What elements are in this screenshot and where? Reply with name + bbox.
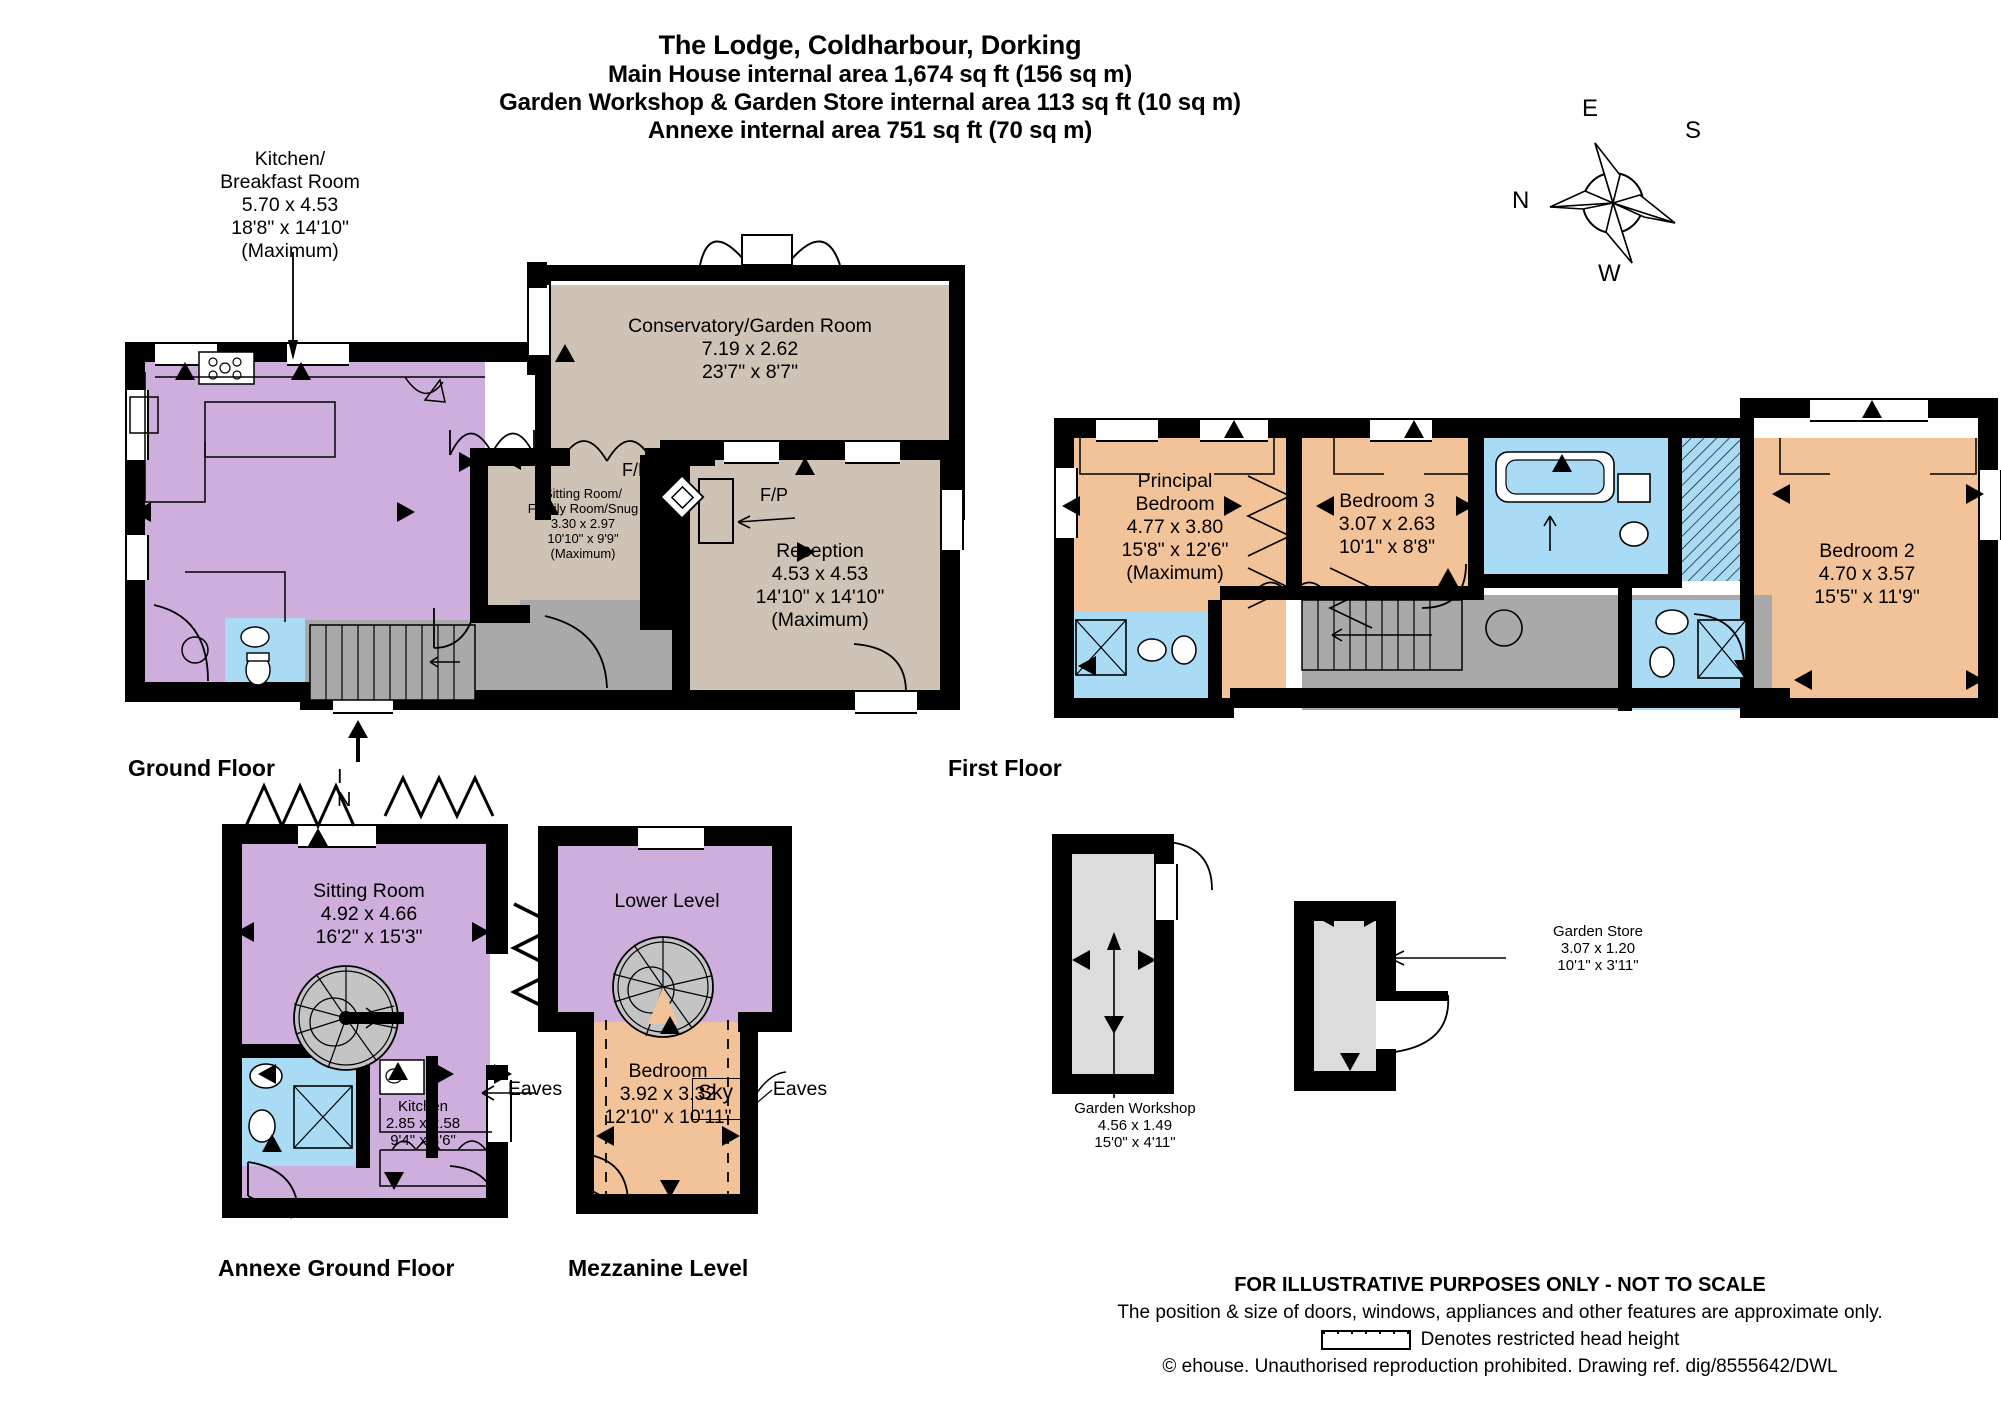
header-block: The Lodge, Coldharbour, Dorking Main Hou… [370, 30, 1370, 145]
store-wall-left [1294, 901, 1314, 1091]
mezzanine-title: Mezzanine Level [568, 1255, 749, 1281]
compass-label-s: S [1685, 117, 1702, 144]
ff-wall-bottom [1230, 688, 1790, 708]
first-floor-plan: Principal Bedroom 4.77 x 3.80 15'8" x 12… [948, 0, 2001, 781]
annexe-sitting-room-label: Sitting Room 4.92 x 4.66 16'2" x 15'3" [313, 880, 425, 948]
skylight-label: Sky [698, 1081, 734, 1104]
first-floor-title: First Floor [948, 755, 1062, 781]
ground-stairs [309, 624, 476, 701]
mezz-wall-right [772, 826, 792, 1024]
snug-label: Sitting Room/ Family Room/Snug 3.30 x 2.… [527, 486, 639, 561]
annexe-wall-right-top [486, 824, 508, 954]
mezz-bedroom-wall-right [740, 1020, 758, 1212]
annexe-ground-floor-title: Annexe Ground Floor [218, 1255, 455, 1281]
skylight-box [692, 1078, 756, 1120]
footer-copyright: © ehouse. Unauthorised reproduction proh… [1162, 1356, 1838, 1377]
reception-fireplace-label: F/P [760, 485, 789, 505]
ff-wall-top-mid [1472, 418, 1752, 438]
mezz-bedroom-wall-bottom [576, 1194, 758, 1214]
snug-diag-wall [640, 455, 675, 630]
garden-store-plan: Garden Store 3.07 x 1.20 10'1" x 3'11" [1280, 845, 1643, 1145]
compass-label-n: N [1512, 187, 1530, 214]
garden-workshop-plan: Garden Workshop 4.56 x 1.49 15'0" x 4'11… [1040, 780, 1320, 1151]
page-title: The Lodge, Coldharbour, Dorking [658, 30, 1082, 60]
ground-floor-title: Ground Floor [128, 755, 275, 781]
reception-fireplace [698, 478, 734, 544]
mezz-wall-left [538, 826, 558, 1024]
restricted-head-height-label: Denotes restricted head height [1420, 1329, 1680, 1350]
workshop-store-area: Garden Workshop & Garden Store internal … [499, 89, 1241, 116]
workshop-wall-left [1052, 834, 1072, 1094]
restricted-head-height-swatch [1320, 1329, 1411, 1350]
ff-div-principal [1286, 418, 1302, 600]
ff-div-bath-right [1668, 418, 1682, 583]
ground-floor-plan: Kitchen/ Breakfast Room 5.70 x 4.53 18'8… [0, 0, 1000, 820]
garden-workshop-label: Garden Workshop 4.56 x 1.49 15'0" x 4'11… [1074, 1100, 1196, 1151]
store-door-header [1376, 991, 1448, 1001]
ff-div-bathroom-bottom [1302, 586, 1484, 600]
ff-div-ensuite-principal [1208, 600, 1222, 712]
compass-label-w: W [1598, 260, 1621, 287]
footer-block: FOR ILLUSTRATIVE PURPOSES ONLY - NOT TO … [1000, 1272, 2000, 1380]
compass-label-e: E [1582, 95, 1599, 122]
mezz-bedroom-wall-left [576, 1020, 594, 1212]
annexe-kitchen-label: Kitchen 2.85 x 2.58 9'4" x 8'6" [385, 1098, 461, 1149]
workshop-wall-top [1052, 834, 1174, 854]
annexe-ground-floor-plan: Sitting Room 4.92 x 4.66 16'2" x 15'3" K… [180, 780, 562, 1281]
store-fill [1312, 919, 1376, 1071]
conservatory-label: Conservatory/Garden Room 7.19 x 2.62 23'… [628, 315, 872, 383]
mezzanine-level-plan: Sky Lower Level Bedroom 3.92 x 3.32 12'1… [508, 780, 920, 1281]
snug-fireplace-label: F/P [622, 460, 651, 480]
store-wall-right-bot [1376, 1049, 1396, 1091]
store-wall-right-top [1376, 901, 1396, 995]
first-floor-stairs [1301, 599, 1463, 671]
workshop-wall-right-bot [1154, 920, 1174, 1094]
main-house-area: Main House internal area 1,674 sq ft (15… [607, 61, 1133, 88]
ff-div-landing-top [1220, 586, 1304, 600]
workshop-wall-bottom [1052, 1074, 1174, 1094]
annexe-area: Annexe internal area 751 sq ft (70 sq m) [647, 117, 1093, 144]
reception-label: Reception 4.53 x 4.53 14'10" x 14'10" (M… [755, 540, 885, 631]
footer-legend-row: Denotes restricted head height [1000, 1326, 2000, 1353]
ff-wall-bottom-left [1054, 698, 1234, 718]
garden-store-label: Garden Store 3.07 x 1.20 10'1" x 3'11" [1552, 923, 1644, 974]
kitchen-wall-bottom [125, 682, 325, 702]
snug-wall-left [470, 448, 488, 623]
eaves-right-label: Eaves [772, 1078, 828, 1100]
footer-disclaimer-body: The position & size of doors, windows, a… [1117, 1302, 1883, 1323]
snug-wall-bottom [470, 605, 530, 623]
bedroom2-fill [1752, 438, 1982, 708]
ff-div-ensuite-left [1618, 586, 1632, 711]
mezz-lower-level-label: Lower Level [614, 890, 720, 912]
compass-rose: E S W N [1512, 95, 1710, 287]
mezz-bedroom-label: Bedroom 3.92 x 3.32 12'10" x 10'11" [604, 1060, 732, 1128]
bedroom2-label: Bedroom 2 4.70 x 3.57 15'5" x 11'9" [1814, 540, 1920, 608]
annexe-wall-bottom [222, 1198, 508, 1218]
bedroom3-fill [1302, 438, 1472, 598]
kitchen-label: Kitchen/ Breakfast Room 5.70 x 4.53 18'8… [220, 148, 360, 262]
bedroom3-label: Bedroom 3 3.07 x 2.63 10'1" x 8'8" [1338, 490, 1436, 558]
principal-bedroom-label: Principal Bedroom 4.77 x 3.80 15'8" x 12… [1121, 470, 1229, 584]
store-wall-bottom [1294, 1071, 1396, 1091]
ff-div-bed3 [1468, 418, 1484, 600]
conservatory-wall-top [535, 265, 965, 281]
eaves-left-label: Eaves [507, 1078, 563, 1100]
annexe-bath-wall-right [356, 1044, 370, 1168]
mezz-bedroom-fill [592, 1022, 742, 1202]
annexe-wall-left [222, 824, 242, 1218]
ff-div-bath-bottom [1482, 574, 1682, 588]
ff-wall-bottom-right [1740, 698, 1998, 718]
footer-disclaimer-title: FOR ILLUSTRATIVE PURPOSES ONLY - NOT TO … [1234, 1274, 1766, 1296]
